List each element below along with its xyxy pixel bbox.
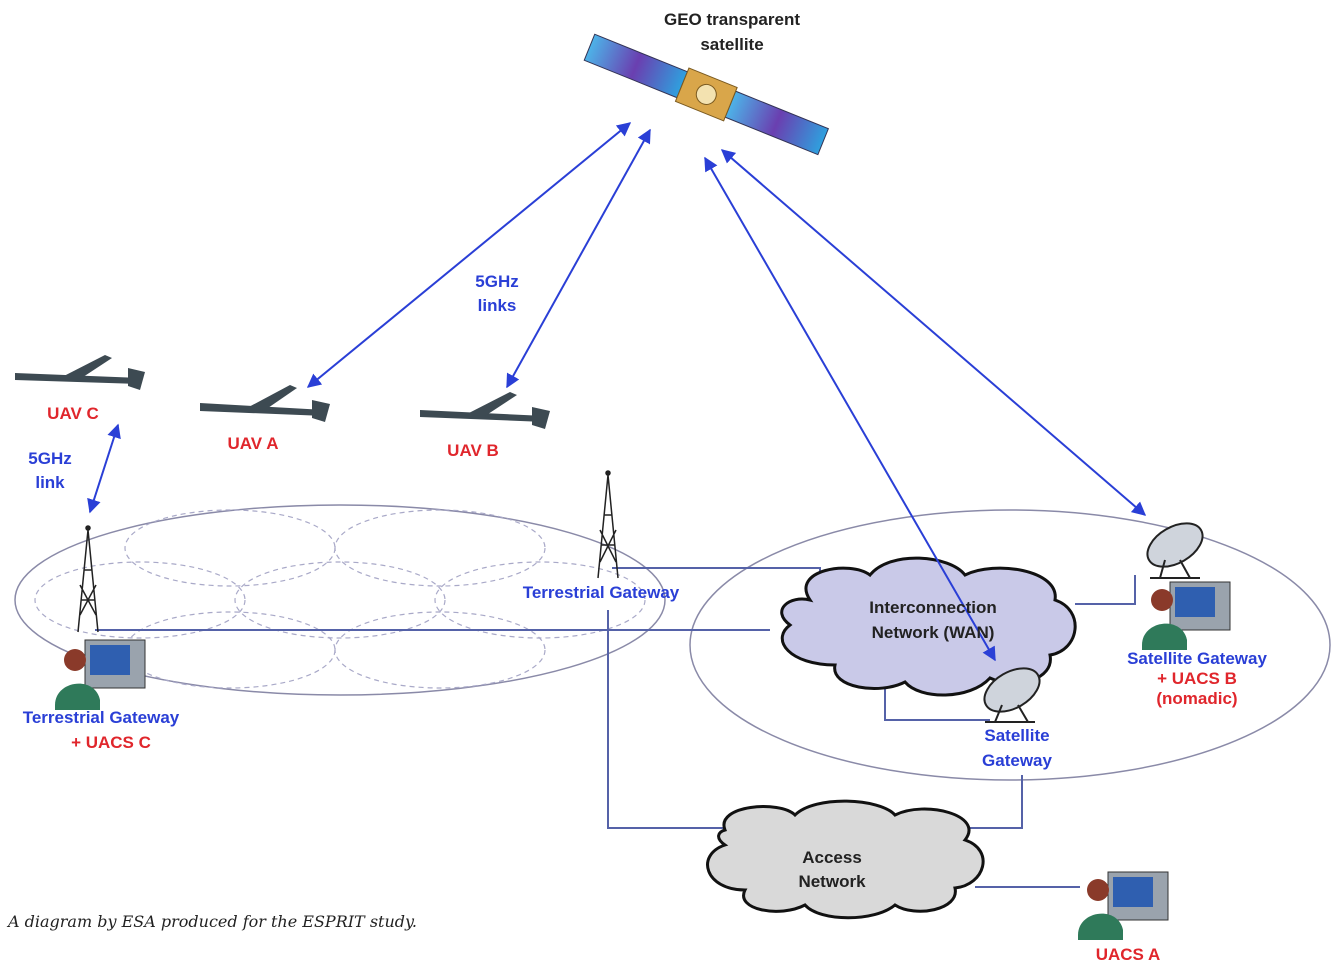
satellite-gateway-b-label-line3: (nomadic) xyxy=(1156,689,1237,708)
satellite-label-line1: GEO transparent xyxy=(664,10,800,29)
satellite-gateway-label-line1: Satellite xyxy=(984,726,1049,745)
satellite-icon xyxy=(583,33,830,156)
satellite-dish-icon-b xyxy=(1146,522,1204,579)
figure-caption: A diagram by ESA produced for the ESPRIT… xyxy=(8,912,417,931)
uav-a-icon xyxy=(200,385,330,422)
interconnection-label-line2: Network (WAN) xyxy=(872,623,995,642)
uav-b-label: UAV B xyxy=(447,441,499,460)
uav-a-label: UAV A xyxy=(228,434,279,453)
terrestrial-gateway-label: Terrestrial Gateway xyxy=(523,583,680,602)
access-network-label-line1: Access xyxy=(802,848,862,867)
operator-workstation-a xyxy=(1078,871,1169,940)
satellite-gateway-b-label-line2: + UACS B xyxy=(1157,669,1237,688)
uav-c-link-label-line2: link xyxy=(35,473,65,492)
terrestrial-gateway-c-label-line1: Terrestrial Gateway xyxy=(23,708,180,727)
uacs-a-label: UACS A xyxy=(1096,945,1161,964)
uav-ab-link-label-line1: 5GHz xyxy=(475,272,518,291)
terrestrial-coverage-area xyxy=(14,504,666,696)
satellite-gateway-label-line2: Gateway xyxy=(982,751,1052,770)
satellite-label-line2: satellite xyxy=(700,35,763,54)
satellite-dish-icon xyxy=(983,667,1041,723)
uav-ab-link-label-line2: links xyxy=(478,296,517,315)
operator-workstation-c xyxy=(55,639,146,710)
uav-c-link-label-line1: 5GHz xyxy=(28,449,71,468)
uav-c-label: UAV C xyxy=(47,404,99,423)
interconnection-label-line1: Interconnection xyxy=(869,598,997,617)
access-network-label-line2: Network xyxy=(798,872,866,891)
operator-workstation-b xyxy=(1142,581,1231,650)
cell-pattern xyxy=(34,509,646,689)
access-network-cloud xyxy=(706,799,985,920)
tower-icon-terrestrial xyxy=(597,470,619,579)
uav-b-icon xyxy=(420,392,550,429)
uav-c-icon xyxy=(15,355,145,390)
satellite-gateway-b-label-line1: Satellite Gateway xyxy=(1127,649,1267,668)
radio-links xyxy=(87,122,1147,662)
terrestrial-gateway-c-label-line2: + UACS C xyxy=(71,733,151,752)
tower-icon-c xyxy=(77,525,99,633)
